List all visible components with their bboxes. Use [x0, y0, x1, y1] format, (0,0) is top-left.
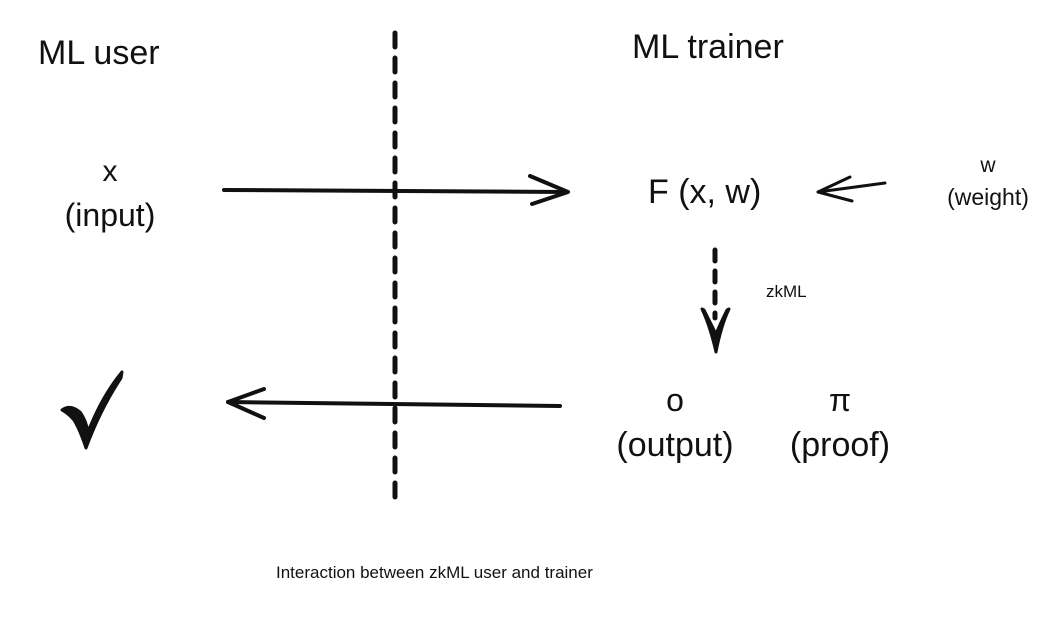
- zkml-process-label: zkML: [766, 282, 807, 301]
- input-label: (input): [64, 197, 156, 233]
- input-symbol: x: [102, 155, 118, 188]
- ml-user-title: ML user: [38, 34, 160, 72]
- proof-symbol: π: [828, 382, 852, 418]
- diagram-caption: Interaction between zkML user and traine…: [276, 563, 593, 582]
- output-label: (output): [616, 426, 734, 464]
- function-label: F (x, w): [648, 173, 762, 211]
- weight-symbol: w: [980, 154, 996, 177]
- zkml-dashed-arrow: [700, 247, 731, 354]
- output-symbol: o: [666, 382, 684, 418]
- output-arrow: [226, 387, 562, 420]
- proof-label: (proof): [789, 426, 891, 464]
- input-arrow: [222, 174, 570, 206]
- weight-label: (weight): [947, 184, 1029, 210]
- check-mark-icon: [60, 370, 124, 450]
- ml-trainer-title: ML trainer: [632, 28, 784, 66]
- weight-arrow: [816, 175, 887, 203]
